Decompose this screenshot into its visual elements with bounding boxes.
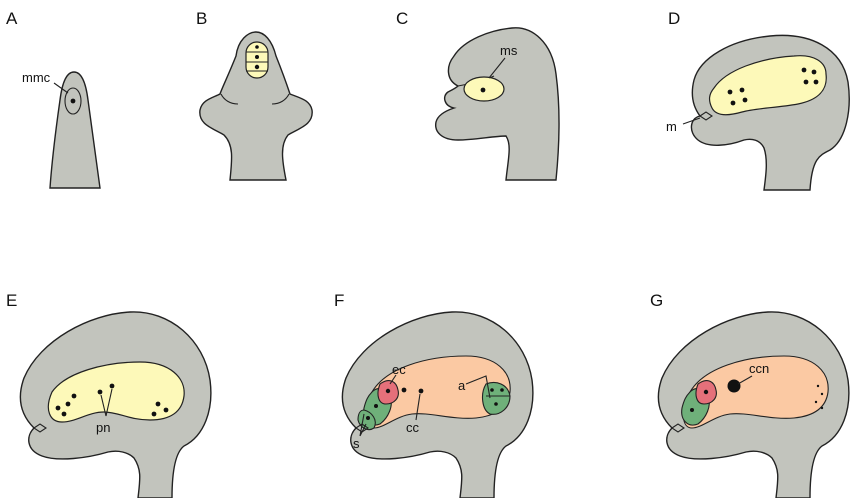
nucleus	[814, 80, 819, 85]
degenerating-antipodal	[821, 393, 823, 395]
panel-a: A mmc	[6, 9, 100, 188]
panel-d: D m	[666, 9, 849, 190]
polar-nucleus	[419, 389, 424, 394]
nucleus	[802, 68, 807, 73]
nucleus	[728, 90, 733, 95]
panel-label-f: F	[334, 291, 344, 310]
label-pn: pn	[96, 420, 110, 435]
ovule-curving	[436, 28, 559, 180]
nucleus	[804, 80, 809, 85]
panel-c: C ms	[396, 9, 559, 180]
nucleus	[731, 101, 736, 106]
label-a: a	[458, 378, 466, 393]
nucleus	[56, 406, 61, 411]
panel-label-b: B	[196, 9, 207, 28]
panel-label-e: E	[6, 291, 17, 310]
nucleus	[740, 88, 745, 93]
synergid-nucleus	[366, 416, 370, 420]
nucleus	[812, 70, 817, 75]
egg-cell-nucleus	[386, 389, 390, 393]
label-cc: cc	[406, 420, 420, 435]
nucleus	[152, 412, 157, 417]
antipodal-nucleus	[490, 388, 494, 392]
label-ec: ec	[392, 362, 406, 377]
megaspore-nucleus	[255, 55, 259, 59]
panel-e: E pn	[6, 291, 211, 498]
label-m: m	[666, 119, 677, 134]
nucleus	[164, 408, 169, 413]
megaspore-mother-cell-nucleus	[71, 99, 76, 104]
nucleus	[156, 402, 161, 407]
synergid-nucleus	[690, 408, 694, 412]
panel-label-a: A	[6, 9, 18, 28]
degenerating-antipodal	[817, 385, 819, 387]
nucleus	[66, 402, 71, 407]
panel-label-d: D	[668, 9, 680, 28]
degenerating-antipodal	[821, 407, 823, 409]
megaspore-nucleus	[255, 65, 259, 69]
antipodal-nucleus	[500, 388, 504, 392]
label-mmc: mmc	[22, 70, 51, 85]
nucleus	[743, 98, 748, 103]
panel-g: G ccn	[650, 291, 849, 498]
egg-cell-nucleus	[704, 390, 708, 394]
label-ms: ms	[500, 43, 518, 58]
polar-nucleus	[402, 388, 407, 393]
megaspore-nucleus	[481, 88, 486, 93]
label-ccn: ccn	[749, 361, 769, 376]
synergid-nucleus	[374, 404, 378, 408]
panel-label-g: G	[650, 291, 663, 310]
degenerating-antipodal	[815, 401, 817, 403]
label-s: s	[353, 436, 360, 451]
polar-nucleus	[98, 390, 103, 395]
panel-f: F ec a cc s	[334, 291, 533, 498]
antipodal-nucleus	[494, 402, 498, 406]
nucleus	[72, 394, 77, 399]
central-cell-nucleus	[728, 380, 741, 393]
panel-label-c: C	[396, 9, 408, 28]
megaspore-nucleus	[255, 45, 259, 49]
panel-b: B	[196, 9, 312, 180]
ovule-primordium	[50, 72, 100, 188]
nucleus	[62, 412, 67, 417]
polar-nucleus	[110, 384, 115, 389]
